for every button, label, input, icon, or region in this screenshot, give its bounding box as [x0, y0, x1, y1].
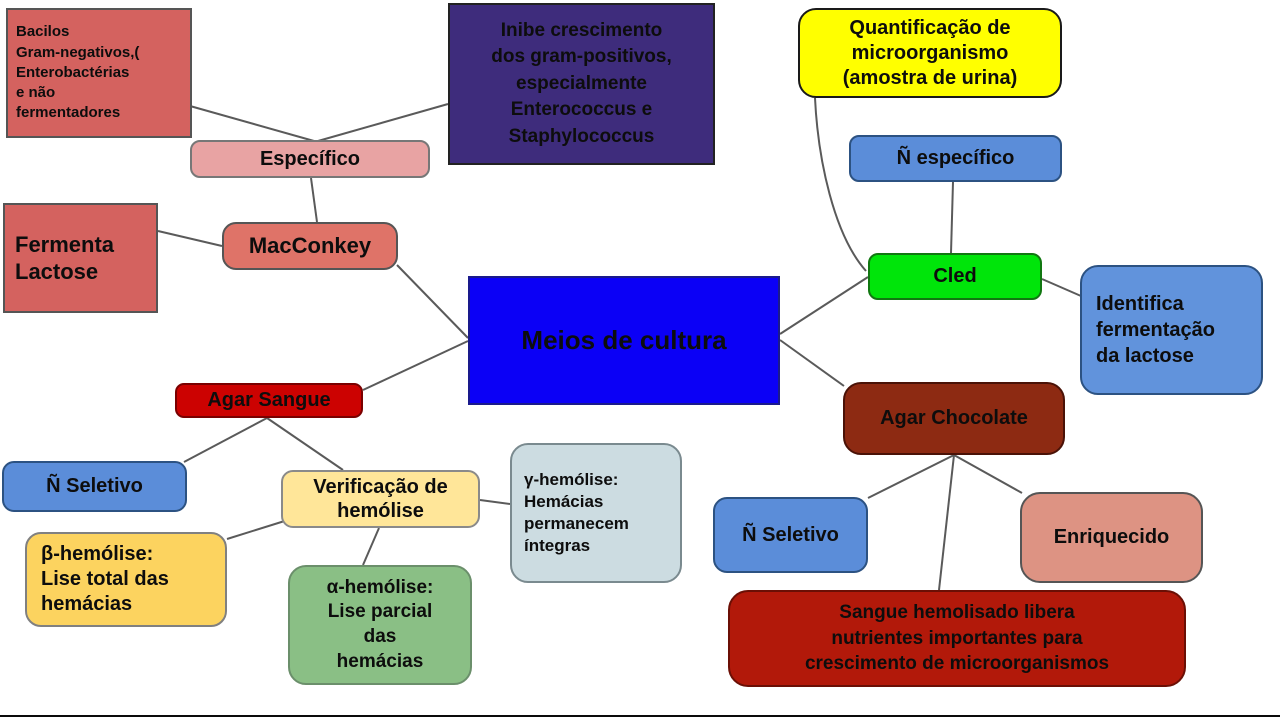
edge-quantificacao-cled: [814, 97, 867, 272]
edge-inibe-especifico: [317, 103, 449, 142]
node-fermenta-lactose: Fermenta Lactose: [3, 203, 158, 313]
node-agar-sangue: Agar Sangue: [175, 383, 363, 418]
edge-agar-sangue-verificacao: [266, 417, 344, 471]
node-inibe-crescimento: Inibe crescimento dos gram-positivos, es…: [448, 3, 715, 165]
node-verificacao-hemolise: Verificação de hemólise: [281, 470, 480, 528]
edge-verificacao-gamma: [479, 499, 511, 505]
slide-bottom-border: [0, 715, 1280, 717]
edge-chocolate-sangue-hemolisado: [938, 454, 955, 591]
node-macconkey: MacConkey: [222, 222, 398, 270]
edge-chocolate-n-seletivo: [867, 454, 955, 499]
node-agar-chocolate: Agar Chocolate: [843, 382, 1065, 455]
edge-agar-sangue-meios: [362, 340, 469, 391]
edge-especifico-macconkey: [310, 177, 318, 223]
node-meios-de-cultura-central: Meios de cultura: [468, 276, 780, 405]
node-cled: Cled: [868, 253, 1042, 300]
edge-fermenta-macconkey: [157, 230, 223, 247]
edge-cled-identifica: [1041, 278, 1082, 297]
node-bacilos-gram-negativos: Bacilos Gram-negativos,( Enterobactérias…: [6, 8, 192, 138]
node-gamma-hemolise: γ-hemólise: Hemácias permanecem íntegras: [510, 443, 682, 583]
node-nao-especifico: Ñ específico: [849, 135, 1062, 182]
edge-meios-agar-chocolate: [779, 339, 845, 387]
node-quantificacao-microorganismo: Quantificação de microorganismo (amostra…: [798, 8, 1062, 98]
node-nao-seletivo-agar-sangue: Ñ Seletivo: [2, 461, 187, 512]
edge-macconkey-meios: [396, 264, 469, 339]
edge-bacilos-especifico: [189, 105, 315, 142]
edge-chocolate-enriquecido: [953, 454, 1023, 494]
node-sangue-hemolisado: Sangue hemolisado libera nutrientes impo…: [728, 590, 1186, 687]
node-alpha-hemolise: α-hemólise: Lise parcial das hemácias: [288, 565, 472, 685]
node-especifico: Específico: [190, 140, 430, 178]
edge-n-especifico-cled: [950, 181, 954, 254]
node-beta-hemolise: β-hemólise: Lise total das hemácias: [25, 532, 227, 627]
edge-verificacao-alpha: [362, 527, 380, 566]
node-nao-seletivo-agar-chocolate: Ñ Seletivo: [713, 497, 868, 573]
edge-meios-cled: [779, 276, 869, 335]
node-enriquecido: Enriquecido: [1020, 492, 1203, 583]
edge-verificacao-beta: [226, 518, 292, 540]
node-identifica-fermentacao: Identifica fermentação da lactose: [1080, 265, 1263, 395]
edge-agar-sangue-n-seletivo: [183, 417, 268, 463]
